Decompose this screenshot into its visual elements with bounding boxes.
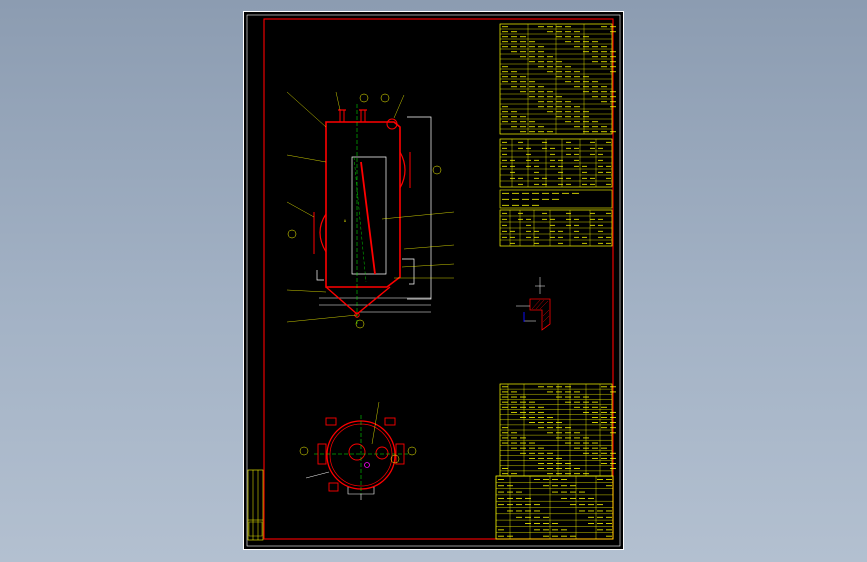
elevation-view: A bbox=[286, 91, 455, 329]
plan-view bbox=[299, 401, 417, 500]
cad-drawing: A bbox=[246, 14, 621, 547]
spec-tables bbox=[495, 23, 614, 540]
inner-border bbox=[263, 18, 614, 540]
filing-strip bbox=[247, 469, 264, 541]
drawing-sheet: A bbox=[243, 11, 624, 550]
table-text bbox=[498, 26, 616, 537]
detail-view bbox=[516, 277, 551, 331]
svg-text:A: A bbox=[344, 219, 346, 223]
vessel-cone bbox=[325, 286, 391, 315]
inclined-plate bbox=[360, 161, 376, 275]
outer-frame bbox=[246, 14, 621, 547]
vessel-shell bbox=[325, 121, 401, 288]
